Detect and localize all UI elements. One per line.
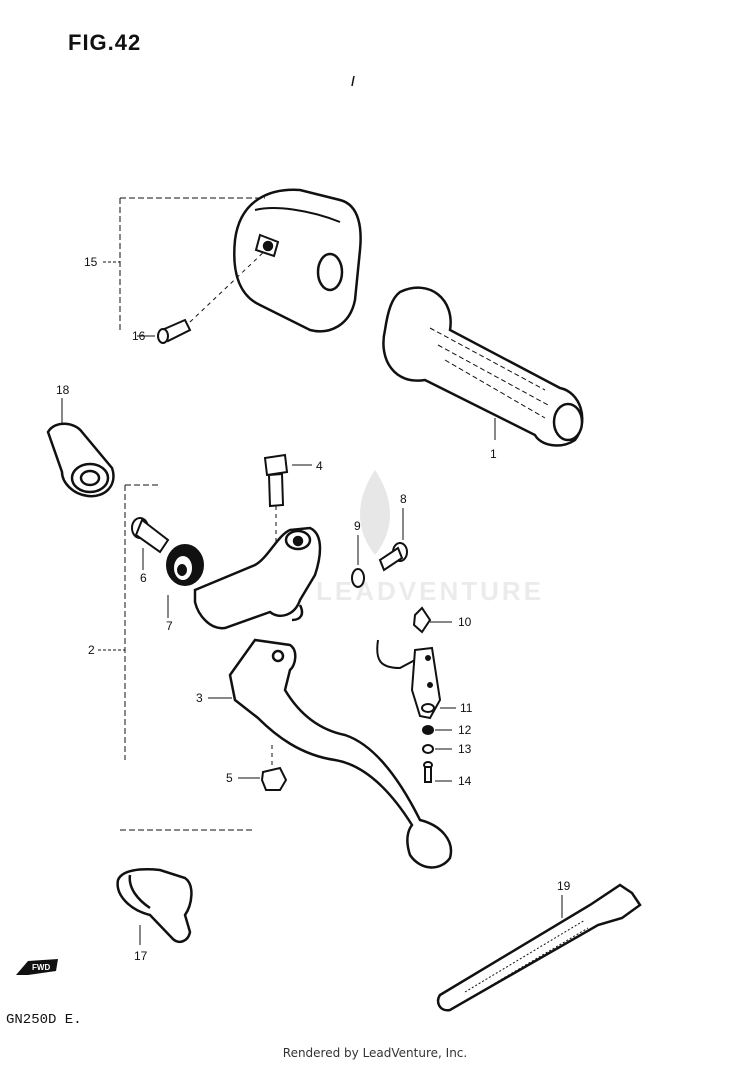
watermark-text: LEADVENTURE	[316, 576, 544, 606]
part-16-screw	[157, 247, 269, 344]
part-2-lever-holder	[193, 526, 322, 630]
callout-15: 15	[84, 255, 98, 269]
callout-7: 7	[166, 619, 173, 633]
footer-credit: Rendered by LeadVenture, Inc.	[282, 1046, 468, 1060]
callout-2: 2	[88, 643, 95, 657]
part-7-nut	[166, 544, 204, 586]
part-3-lever	[228, 638, 453, 869]
callout-5: 5	[226, 771, 233, 785]
callout-10: 10	[458, 615, 472, 629]
part-12-nut	[422, 725, 434, 735]
figure-title: FIG.42	[68, 30, 142, 55]
part-11-switch	[376, 639, 442, 720]
callout-18: 18	[56, 383, 70, 397]
callout-17: 17	[134, 949, 148, 963]
part-1-grip	[382, 286, 584, 447]
callout-8: 8	[400, 492, 407, 506]
part-15-switch-housing	[233, 188, 362, 333]
callout-1: 1	[490, 447, 497, 461]
callout-19: 19	[557, 879, 571, 893]
part-6-screw	[131, 517, 170, 554]
model-label: GN250D E.	[6, 1012, 82, 1028]
part-18-boot	[46, 422, 115, 498]
callout-6: 6	[140, 571, 147, 585]
part-13-washer	[422, 744, 434, 754]
callout-11: 11	[460, 701, 473, 715]
callout-9: 9	[354, 519, 361, 533]
callout-4: 4	[316, 459, 323, 473]
part-14-screw	[423, 761, 433, 783]
part-5-nut	[260, 745, 288, 791]
bracket-15	[119, 197, 265, 330]
callout-14: 14	[458, 774, 472, 788]
callout-12: 12	[458, 723, 472, 737]
part-8-screw	[378, 542, 408, 572]
bracket-2	[124, 484, 160, 760]
part-4-bolt	[263, 453, 289, 560]
callout-16: 16	[132, 329, 146, 343]
part-9-washer	[351, 568, 365, 588]
part-19-strap	[436, 883, 642, 1012]
part-17-boot	[116, 868, 193, 944]
callout-3: 3	[196, 691, 203, 705]
part-10-clip	[412, 606, 432, 634]
fwd-label: FWD	[32, 963, 50, 972]
fwd-arrow: FWD	[14, 955, 62, 986]
stray-mark	[351, 75, 355, 87]
watermark: LEADVENTURE	[316, 470, 544, 606]
callout-13: 13	[458, 742, 472, 756]
